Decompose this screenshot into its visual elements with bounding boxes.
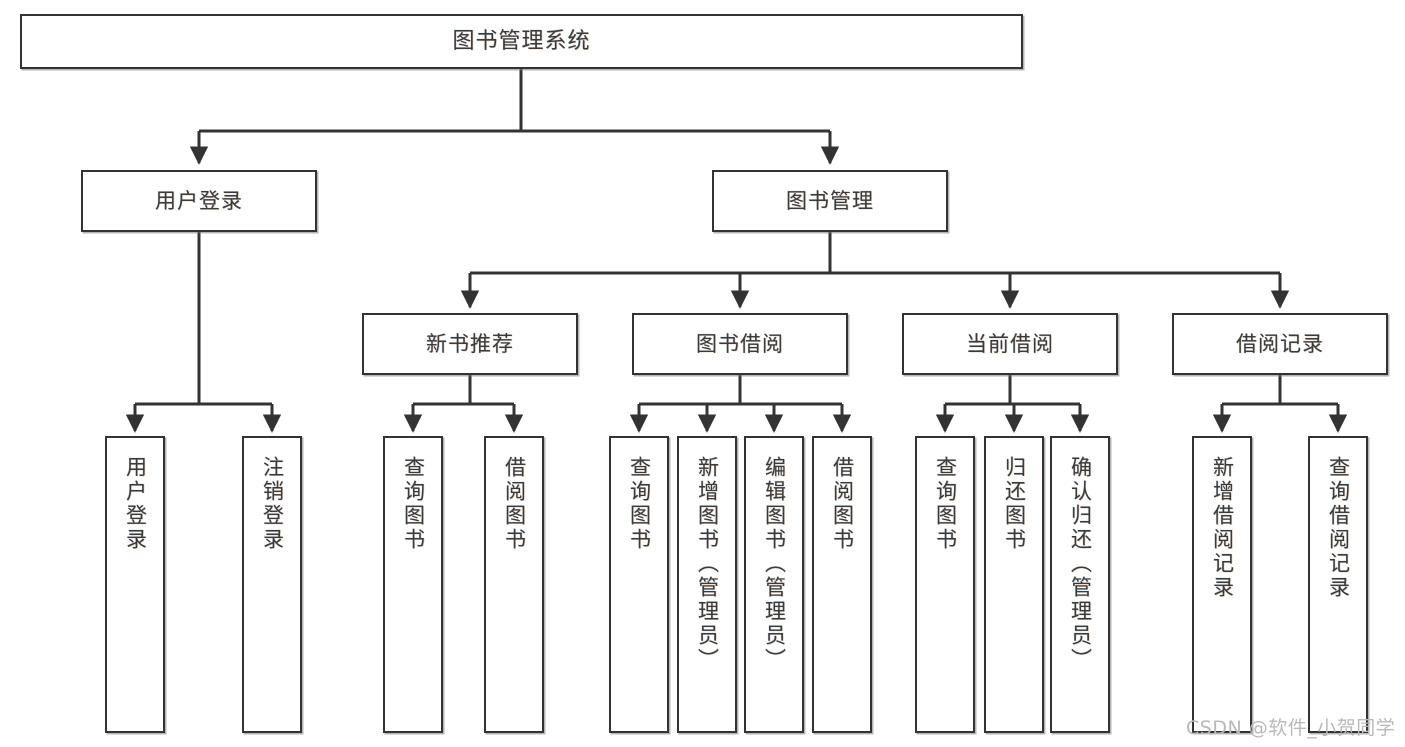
leaf-user-login-login[interactable]: 用户登录 bbox=[105, 436, 165, 733]
leaf-user-login-logout[interactable]: 注销登录 bbox=[242, 436, 302, 733]
leaf-new-book-query[interactable]: 查询图书 bbox=[383, 436, 443, 733]
node-label: 新增图书（管理员） bbox=[695, 456, 720, 672]
node-label: 查询借阅记录 bbox=[1326, 456, 1351, 600]
node-label: 借阅图书 bbox=[502, 456, 527, 552]
node-book-borrow[interactable]: 图书借阅 bbox=[632, 313, 848, 375]
node-borrow-record[interactable]: 借阅记录 bbox=[1172, 313, 1388, 375]
leaf-book-borrow-query[interactable]: 查询图书 bbox=[609, 436, 669, 733]
leaf-book-borrow-borrow[interactable]: 借阅图书 bbox=[812, 436, 872, 733]
node-book-management[interactable]: 图书管理 bbox=[712, 170, 948, 232]
node-label: 确认归还（管理员） bbox=[1068, 456, 1093, 672]
leaf-book-borrow-add[interactable]: 新增图书（管理员） bbox=[677, 436, 737, 733]
leaf-current-borrow-confirm-return[interactable]: 确认归还（管理员） bbox=[1050, 436, 1110, 733]
node-label: 归还图书 bbox=[1002, 456, 1027, 552]
node-label: 查询图书 bbox=[627, 456, 652, 552]
node-label: 查询图书 bbox=[401, 456, 426, 552]
node-label: 借阅记录 bbox=[1236, 331, 1324, 356]
node-label: 查询图书 bbox=[933, 456, 958, 552]
leaf-new-book-borrow[interactable]: 借阅图书 bbox=[484, 436, 544, 733]
node-label: 用户登录 bbox=[123, 456, 148, 552]
node-label: 用户登录 bbox=[155, 188, 243, 213]
leaf-current-borrow-query[interactable]: 查询图书 bbox=[915, 436, 975, 733]
node-label: 图书借阅 bbox=[696, 331, 784, 356]
node-label: 新书推荐 bbox=[426, 331, 514, 356]
node-label: 借阅图书 bbox=[830, 456, 855, 552]
leaf-current-borrow-return[interactable]: 归还图书 bbox=[984, 436, 1044, 733]
node-label: 注销登录 bbox=[260, 456, 285, 552]
node-label: 编辑图书（管理员） bbox=[762, 456, 787, 672]
node-label: 图书管理系统 bbox=[452, 28, 591, 54]
node-root-book-management-system[interactable]: 图书管理系统 bbox=[20, 14, 1023, 69]
node-label: 图书管理 bbox=[786, 188, 874, 213]
node-current-borrow[interactable]: 当前借阅 bbox=[902, 313, 1118, 375]
leaf-book-borrow-edit[interactable]: 编辑图书（管理员） bbox=[744, 436, 804, 733]
leaf-borrow-record-add[interactable]: 新增借阅记录 bbox=[1192, 436, 1252, 733]
node-user-login[interactable]: 用户登录 bbox=[81, 170, 317, 232]
leaf-borrow-record-query[interactable]: 查询借阅记录 bbox=[1308, 436, 1368, 733]
node-new-book-recommend[interactable]: 新书推荐 bbox=[362, 313, 578, 375]
node-label: 新增借阅记录 bbox=[1210, 456, 1235, 600]
node-label: 当前借阅 bbox=[966, 331, 1054, 356]
